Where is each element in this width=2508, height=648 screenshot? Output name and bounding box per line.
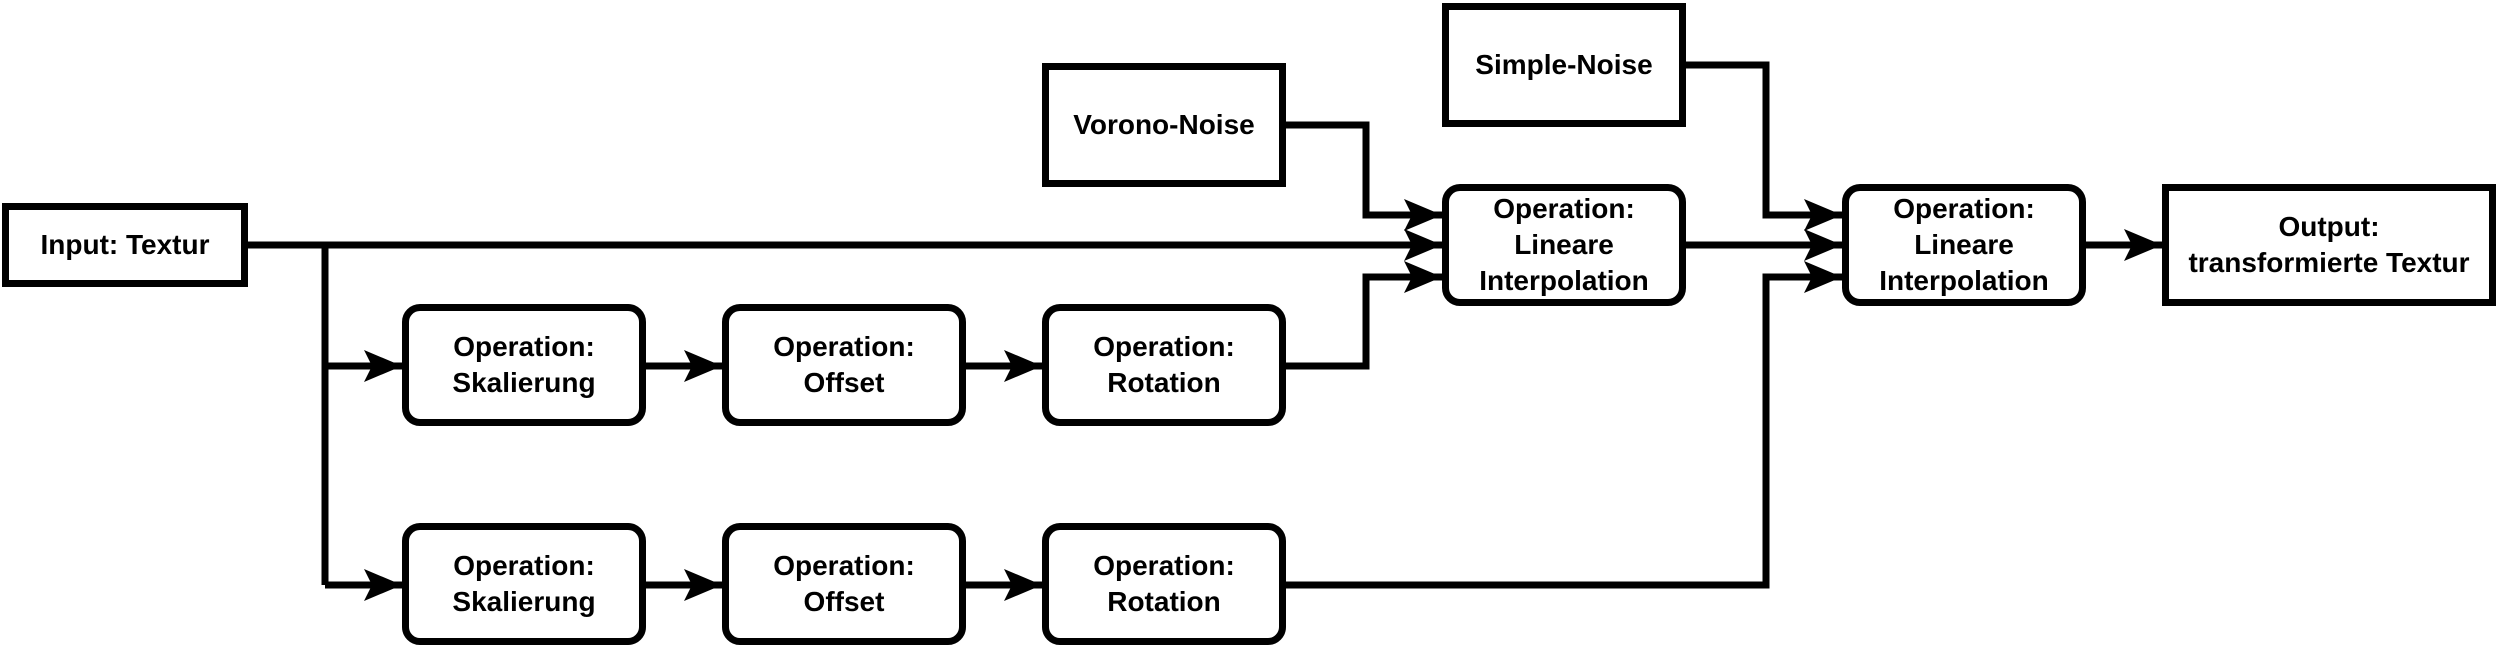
vorono-noise-node: Vorono-Noise — [1042, 63, 1286, 187]
branch1-scale-line1: Operation: — [453, 331, 595, 362]
lerp1-line3: Interpolation — [1479, 265, 1649, 296]
edge-vorono-to-lerp1 — [1286, 121, 1442, 231]
edge-simple-to-lerp2 — [1686, 61, 1842, 231]
branch1-scale-line2: Skalierung — [452, 367, 596, 398]
lerp2-line3: Interpolation — [1879, 265, 2049, 296]
branch1-offset-line2: Offset — [803, 367, 885, 398]
branch1-offset-node: Operation: Offset — [722, 304, 966, 426]
branch2-rotation-node: Operation: Rotation — [1042, 523, 1286, 645]
simple-noise-node: Simple-Noise — [1442, 3, 1686, 127]
output-node: Output: transformierte Textur — [2162, 184, 2496, 306]
lerp1-line2: Lineare — [1514, 229, 1614, 260]
lerp2-line1: Operation: — [1893, 193, 2035, 224]
edge-rotation2-to-lerp2 — [1286, 261, 1842, 589]
branch2-scale-node: Operation: Skalierung — [402, 523, 646, 645]
simple-noise-label: Simple-Noise — [1475, 49, 1653, 80]
branch2-scale-line2: Skalierung — [452, 586, 596, 617]
branch1-scale-node: Operation: Skalierung — [402, 304, 646, 426]
input-texture-node: Input: Textur — [2, 203, 248, 287]
branch2-rotation-line1: Operation: — [1093, 550, 1235, 581]
output-line2: transformierte Textur — [2188, 247, 2470, 278]
branch1-offset-line1: Operation: — [773, 331, 915, 362]
branch2-rotation-line2: Rotation — [1107, 586, 1221, 617]
lerp2-line2: Lineare — [1914, 229, 2014, 260]
branch1-rotation-line2: Rotation — [1107, 367, 1221, 398]
branch1-rotation-line1: Operation: — [1093, 331, 1235, 362]
branch2-scale-line1: Operation: — [453, 550, 595, 581]
branch2-offset-line1: Operation: — [773, 550, 915, 581]
branch2-offset-node: Operation: Offset — [722, 523, 966, 645]
branch1-rotation-node: Operation: Rotation — [1042, 304, 1286, 426]
lerp-node-2: Operation: Lineare Interpolation — [1842, 184, 2086, 306]
lerp1-line1: Operation: — [1493, 193, 1635, 224]
edge-rotation1-to-lerp1 — [1286, 261, 1442, 370]
branch2-offset-line2: Offset — [803, 586, 885, 617]
input-texture-label: Input: Textur — [40, 229, 210, 260]
output-line1: Output: — [2278, 211, 2380, 242]
vorono-noise-label: Vorono-Noise — [1073, 109, 1255, 140]
lerp-node-1: Operation: Lineare Interpolation — [1442, 184, 1686, 306]
